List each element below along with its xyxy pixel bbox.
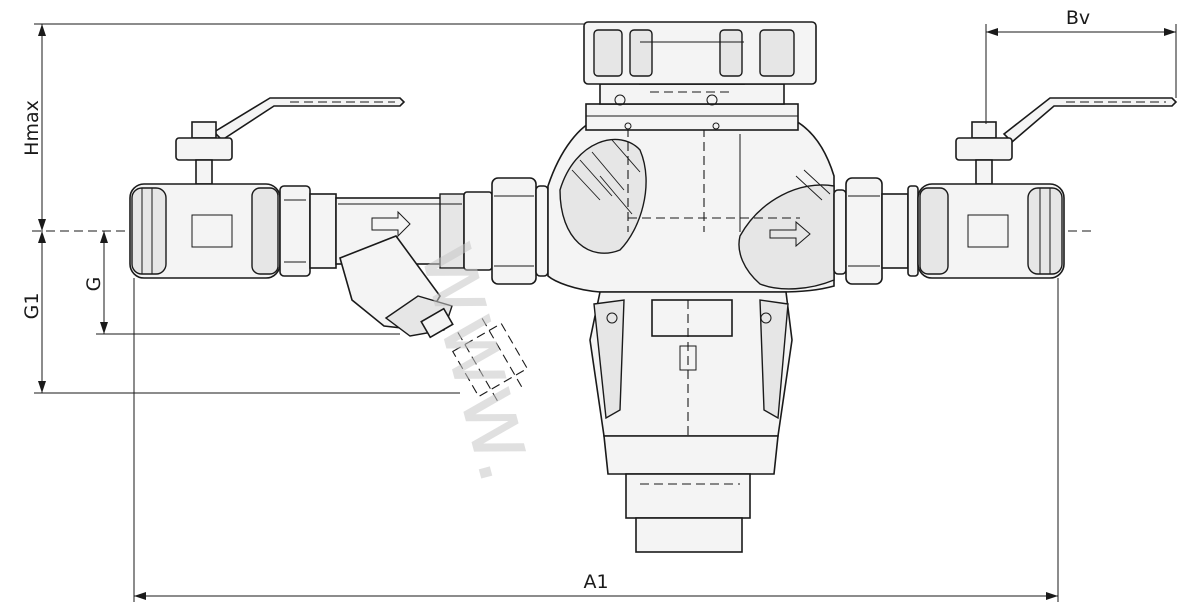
strainer: [335, 193, 529, 402]
drain-funnel: [589, 291, 793, 553]
dimension-hmax: [38, 24, 46, 231]
label-bv: Bv: [1066, 7, 1090, 29]
dimension-a1: [134, 592, 1058, 600]
dimension-g: [100, 231, 108, 334]
backflow-preventer-body: [547, 117, 835, 293]
label-g1: G1: [21, 293, 43, 320]
dimension-g1: [38, 231, 46, 393]
relief-valve-head: [583, 21, 817, 131]
hatching-right: [795, 169, 831, 201]
label-a1: A1: [583, 571, 608, 593]
label-g: G: [83, 277, 105, 292]
label-hmax: Hmax: [21, 100, 43, 156]
right-ball-valve: [917, 97, 1178, 279]
left-union: [279, 185, 337, 277]
dimension-bv: [986, 28, 1176, 36]
outlet-union: [833, 177, 919, 285]
hatching-left: [571, 139, 641, 215]
inlet-union: [463, 177, 549, 285]
